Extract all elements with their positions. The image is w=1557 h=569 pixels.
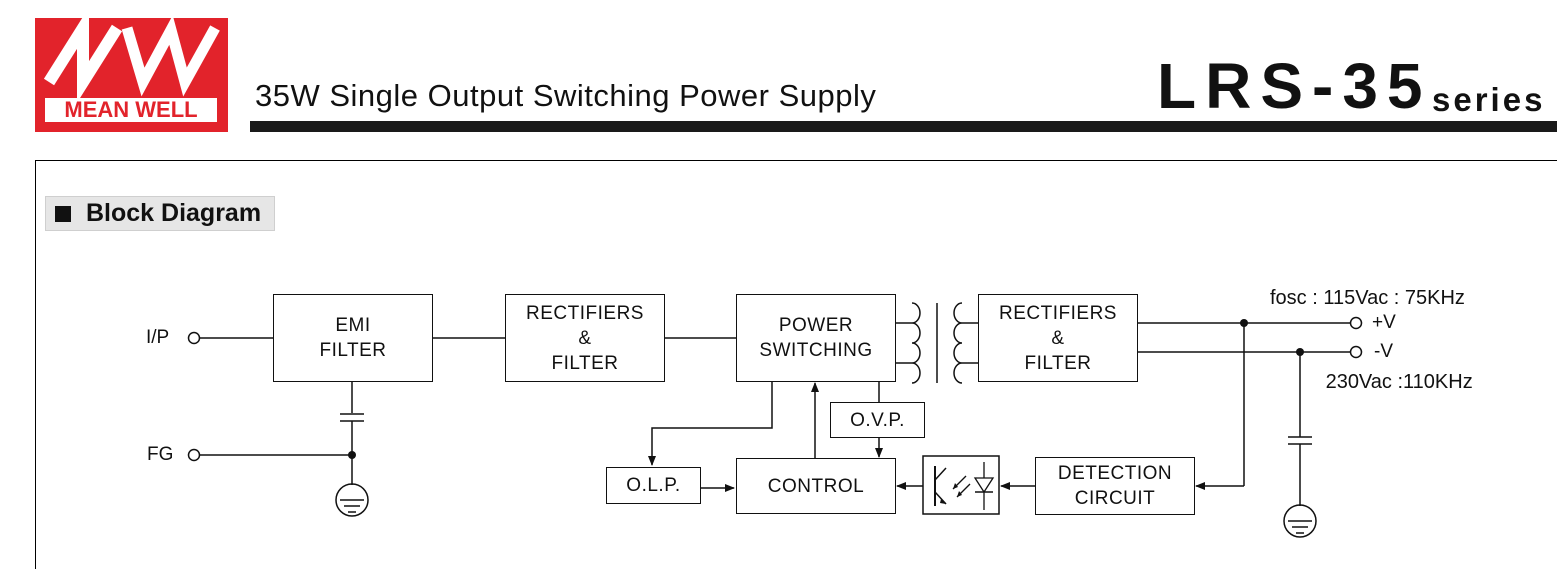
block-line: RECTIFIERS [999,302,1117,324]
optocoupler-icon [922,455,1000,515]
block-line: FILTER [551,352,619,374]
junction-dot [1296,348,1304,356]
block-line: & [1051,327,1065,349]
block-line: DETECTION [1057,463,1173,484]
block-line: CONTROL [767,475,865,497]
block-line: FILTER [319,340,387,361]
transformer-primary-icon [896,302,921,384]
fosc-line-2: 230Vac :110KHz [1270,371,1473,393]
control-block: CONTROL [736,458,896,514]
mean-well-logo: MEAN WELL [35,18,228,132]
section-title: Block Diagram [86,199,262,227]
header-divider [250,121,1557,132]
fosc-note: fosc : 115Vac : 75KHz 230Vac :110KHz [1270,228,1473,424]
olp-block: O.L.P. [606,467,701,504]
block-line: & [578,327,592,349]
ground-icon-left [335,483,369,517]
block-line: O.V.P. [850,409,905,431]
block-line: SWITCHING [759,340,873,361]
fg-terminal [187,448,201,462]
product-subtitle: 35W Single Output Switching Power Supply [255,78,877,113]
junction-dot [1240,319,1248,327]
frame-top-border [35,160,1557,161]
mw-logo-mark [43,18,220,98]
transformer-secondary-icon [953,302,978,384]
block-line: CIRCUIT [1074,488,1156,509]
block-line: POWER [778,315,854,336]
frame-left-border [35,160,36,569]
block-line: O.L.P. [626,475,681,496]
model-name: LRS-35 [1157,50,1432,122]
neg-output-label: -V [1374,341,1393,362]
pos-terminal [1349,316,1363,330]
logo-text: MEAN WELL [45,98,217,122]
arrow-power-olp [648,381,773,466]
ip-label: I/P [146,327,170,348]
section-heading: Block Diagram [45,196,275,231]
power-switching-block: POWER SWITCHING [736,294,896,382]
block-line: FILTER [1024,352,1092,374]
rectifiers-filter-block-secondary: RECTIFIERS & FILTER [978,294,1138,382]
rectifiers-filter-block-primary: RECTIFIERS & FILTER [505,294,665,382]
emi-filter-block: EMI FILTER [273,294,433,382]
pos-output-label: +V [1372,312,1396,333]
detection-circuit-block: DETECTION CIRCUIT [1035,457,1195,515]
ovp-block: O.V.P. [830,402,925,438]
ground-icon-right [1283,504,1317,538]
bullet-square-icon [55,206,71,222]
fg-label: FG [147,444,174,465]
block-line: RECTIFIERS [526,302,644,324]
block-line: EMI [335,315,371,336]
junction-dot [348,451,356,459]
neg-terminal [1349,345,1363,359]
ip-terminal [187,331,201,345]
series-label: series [1432,81,1546,118]
fosc-line-1: fosc : 115Vac : 75KHz [1270,287,1465,309]
